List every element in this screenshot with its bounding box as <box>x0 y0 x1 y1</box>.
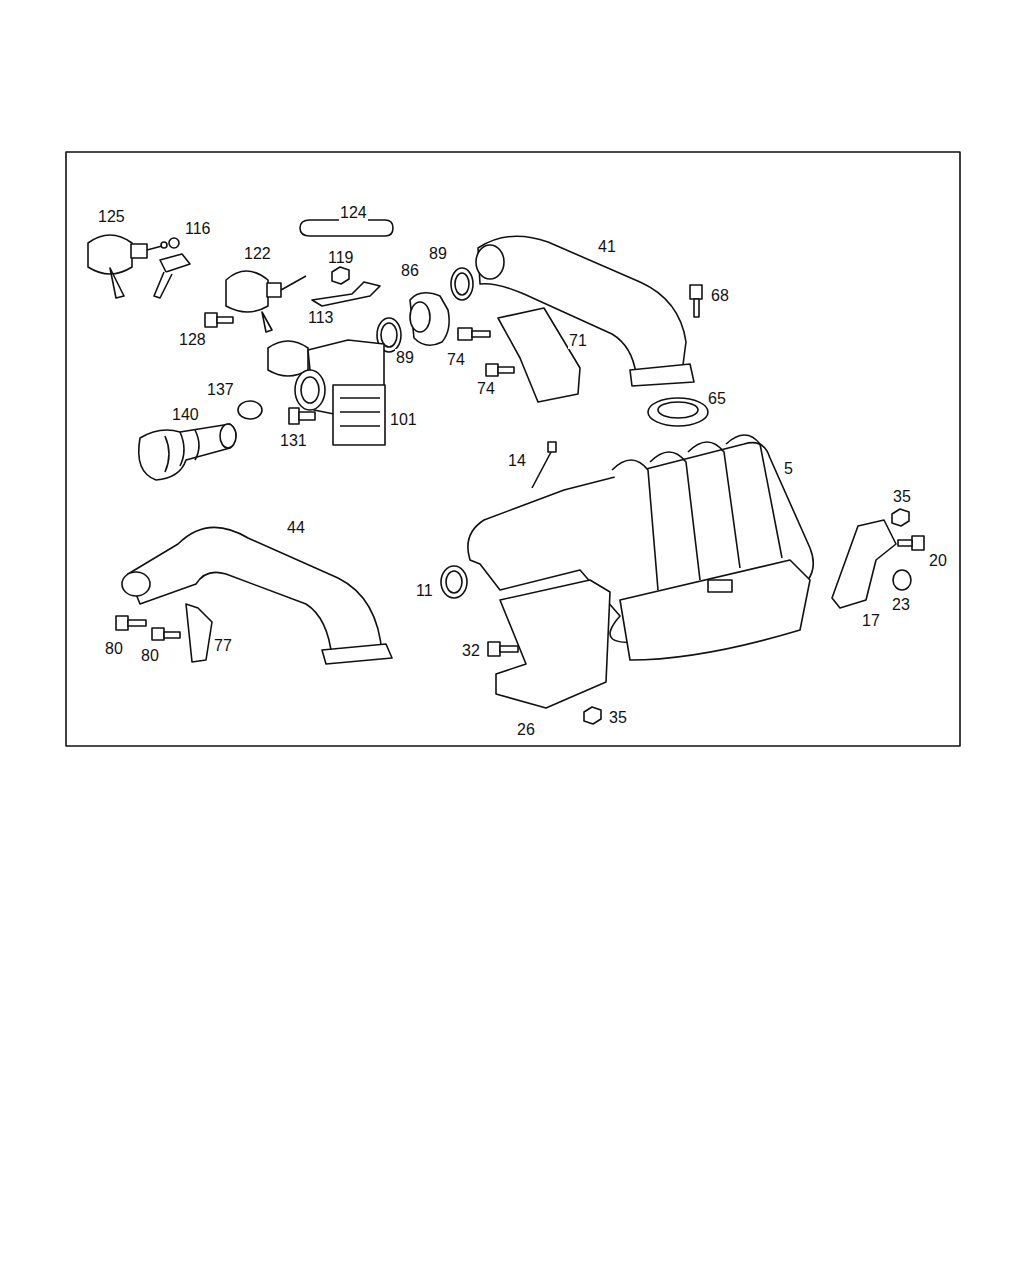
callout-number: 89 <box>428 245 448 262</box>
seal-ring <box>451 268 473 300</box>
callout-number: 124 <box>339 204 368 221</box>
nut <box>332 267 349 284</box>
callout-number: 71 <box>568 332 588 349</box>
gasket-strip <box>300 220 393 236</box>
connector-sleeve <box>410 293 449 345</box>
callout-number: 125 <box>97 208 126 225</box>
bolt <box>488 642 518 656</box>
callout-number: 89 <box>395 349 415 366</box>
callout-number: 119 <box>327 249 355 266</box>
callout-number: 80 <box>140 647 160 664</box>
callout-number: 122 <box>243 245 272 262</box>
callout-number: 35 <box>892 488 912 505</box>
seal-ring <box>441 566 467 598</box>
callout-number: 131 <box>279 432 308 449</box>
callout-number: 44 <box>286 519 306 536</box>
bolt <box>458 328 490 340</box>
callout-number: 26 <box>516 721 536 738</box>
bracket <box>498 308 580 402</box>
callout-number: 68 <box>710 287 730 304</box>
nut <box>584 707 601 724</box>
callout-number: 17 <box>861 612 881 629</box>
callout-number: 5 <box>783 460 794 477</box>
hose-clamp <box>238 401 262 419</box>
bracket <box>832 520 896 608</box>
intake-hose <box>139 424 236 480</box>
callout-number: 113 <box>307 309 335 326</box>
callout-number: 11 <box>415 582 434 599</box>
callout-number: 86 <box>400 262 420 279</box>
bracket <box>186 604 212 662</box>
seal-ring <box>455 273 469 295</box>
bolt <box>152 628 180 640</box>
callout-number: 35 <box>608 709 628 726</box>
callout-number: 74 <box>446 351 466 368</box>
callout-number: 101 <box>389 411 418 428</box>
sensor <box>289 408 315 424</box>
intake-pipe <box>476 236 694 386</box>
callout-number: 41 <box>597 238 617 255</box>
callout-number: 128 <box>178 331 207 348</box>
seal-ring <box>648 398 708 426</box>
bolt <box>690 285 702 317</box>
frame <box>66 152 960 746</box>
bolt <box>205 313 233 327</box>
callout-number: 140 <box>171 406 200 423</box>
bolt <box>486 364 514 376</box>
bolt <box>532 442 556 488</box>
callout-number: 77 <box>213 637 233 654</box>
callout-number: 137 <box>206 381 235 398</box>
callout-number: 80 <box>104 640 124 657</box>
ball-joint <box>154 238 190 298</box>
callout-number: 116 <box>184 220 212 237</box>
callout-number: 65 <box>707 390 727 407</box>
seal-ring <box>658 402 698 418</box>
callout-number: 23 <box>891 596 911 613</box>
bolt <box>898 536 924 550</box>
callout-number: 32 <box>461 642 481 659</box>
callout-number: 14 <box>507 452 527 469</box>
callout-number: 20 <box>928 552 948 569</box>
callout-number: 74 <box>476 380 496 397</box>
grommet <box>893 570 911 590</box>
bolt <box>116 616 146 630</box>
throttle-housing <box>268 340 385 445</box>
bracket <box>496 580 610 708</box>
actuator <box>226 271 306 332</box>
seal-ring <box>446 571 462 593</box>
vacuum-unit <box>88 235 167 298</box>
clip <box>312 282 380 306</box>
intake-pipe <box>122 527 392 664</box>
nut <box>892 509 909 526</box>
